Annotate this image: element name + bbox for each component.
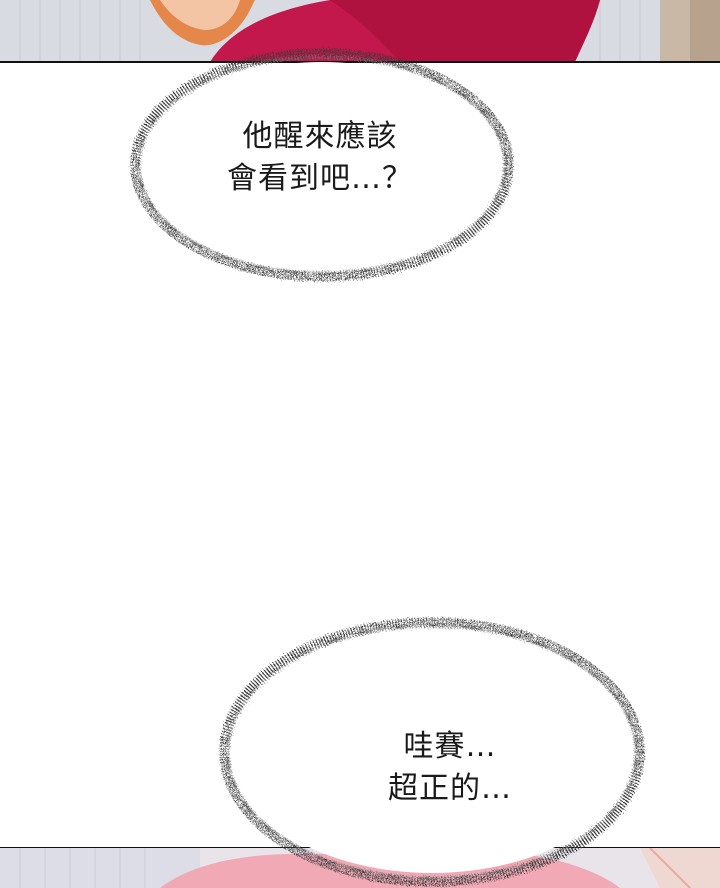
bottom-panel-illustration (0, 848, 720, 888)
top-panel-art (0, 0, 720, 62)
top-panel-illustration (0, 0, 720, 62)
bottom-panel-art (0, 848, 720, 888)
thought-bubble-1-text: 他醒來應該 會看到吧…？ (227, 119, 413, 196)
top-panel-border (0, 61, 720, 63)
thought-bubble-2-text: 哇賽… 超正的… (388, 729, 512, 806)
